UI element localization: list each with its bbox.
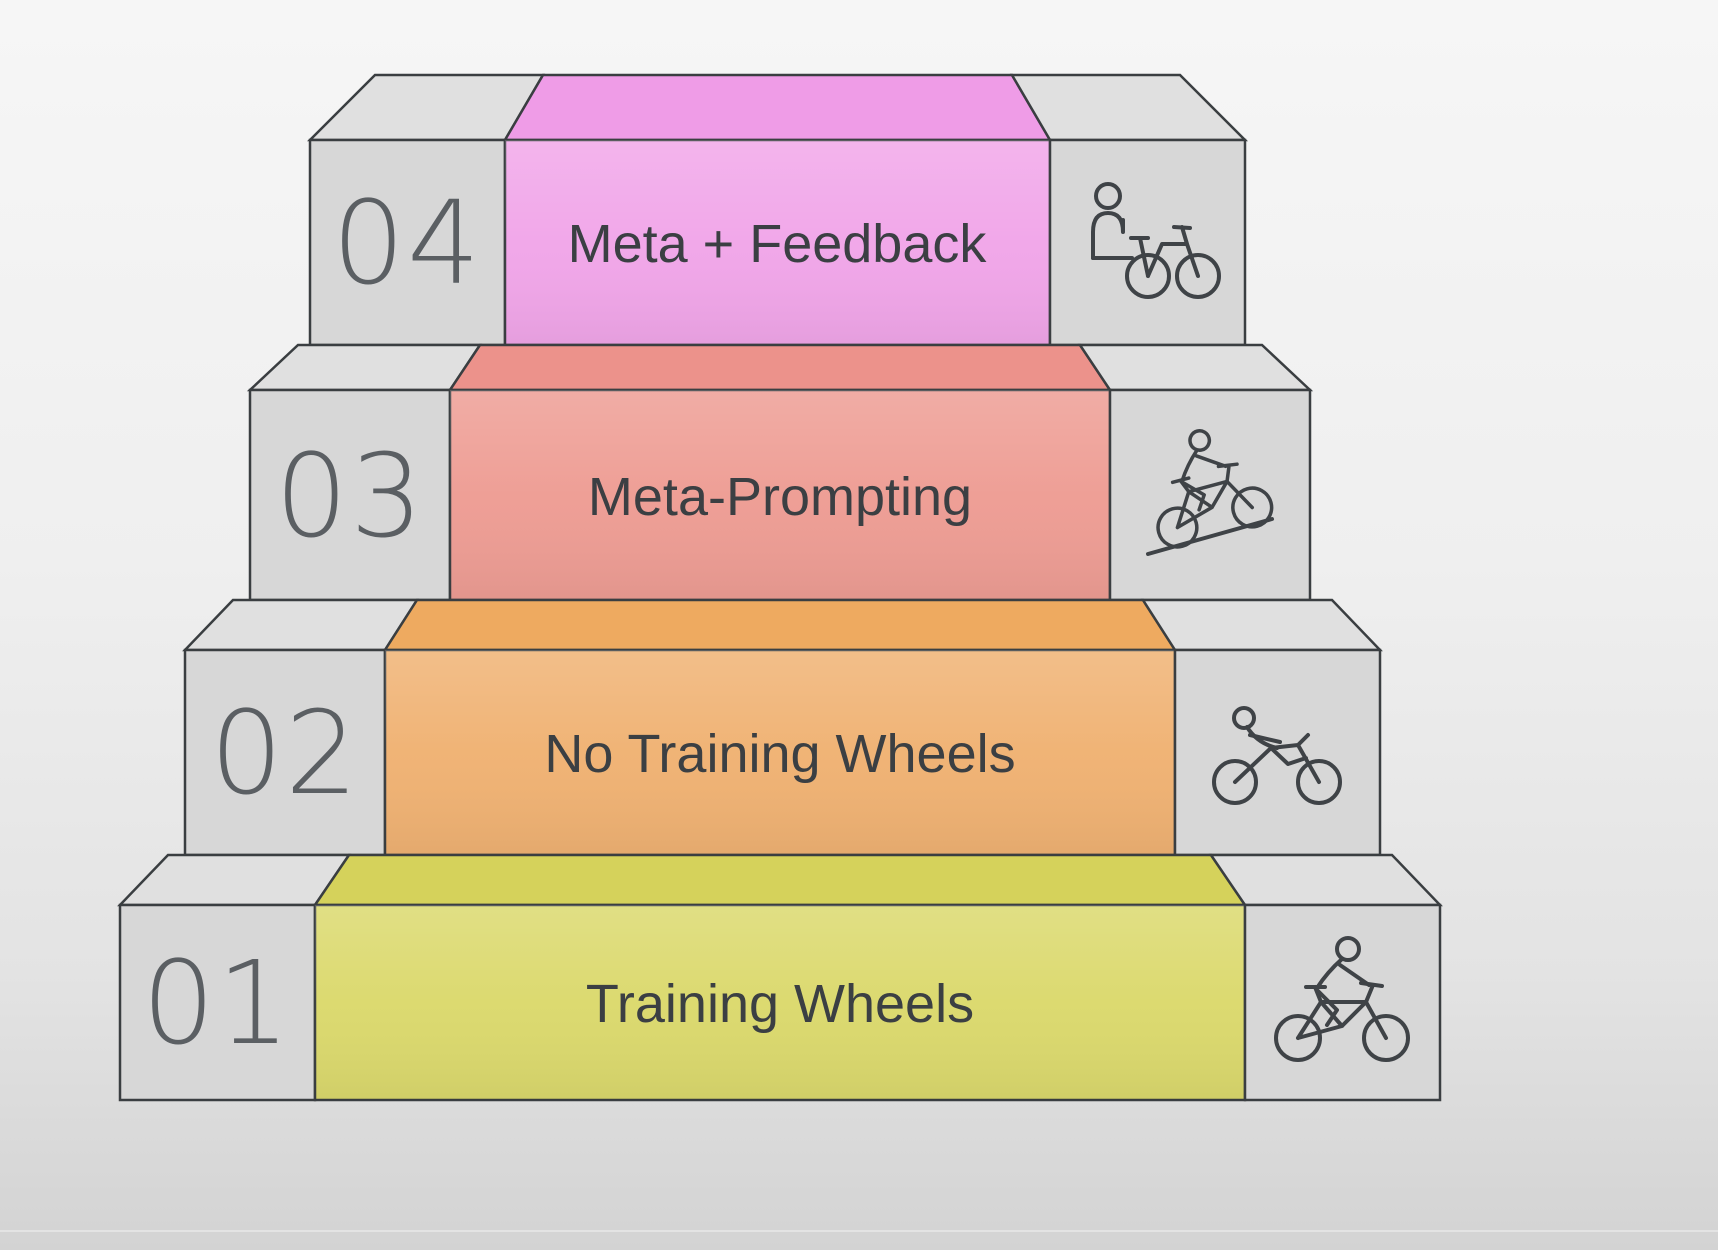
step-02-number-block xyxy=(183,648,387,857)
step-02-top-face-center xyxy=(382,598,1178,652)
step-04-icon-block xyxy=(1048,138,1247,347)
step-04: 04 Meta + Feedback xyxy=(306,73,1249,347)
step-01-label: Training Wheels xyxy=(586,974,974,1034)
step-01-number: 01 xyxy=(142,937,292,1071)
step-03-label: Meta-Prompting xyxy=(588,467,972,527)
step-01-top-face-center xyxy=(312,853,1248,907)
step-01-top-face-left xyxy=(117,853,352,907)
step-03-top-face-left xyxy=(246,343,483,392)
step-03: 03 Meta-Prompting xyxy=(246,343,1314,602)
step-01-number-block xyxy=(118,903,317,1102)
step-02-label: No Training Wheels xyxy=(544,724,1015,784)
step-04-label: Meta + Feedback xyxy=(568,214,988,274)
floor-line xyxy=(0,1230,1718,1232)
step-03-top-face-center xyxy=(447,343,1113,392)
person-standing-with-bike-icon xyxy=(1091,182,1221,299)
cyclist-on-low-bike-icon xyxy=(1212,706,1342,805)
cyclist-riding-uphill-icon xyxy=(1134,415,1278,556)
step-02-top-face-right xyxy=(1140,598,1383,652)
step-02-top-face-left xyxy=(182,598,420,652)
step-03-number: 03 xyxy=(275,430,425,564)
step-01-top-face-right xyxy=(1208,853,1443,907)
step-04-number-block xyxy=(308,138,507,347)
step-02-label-block-shade xyxy=(385,650,1175,855)
step-02: 02 No Training Wheels xyxy=(182,598,1383,857)
step-03-icon-block xyxy=(1108,388,1312,602)
step-04-label-block-shade xyxy=(505,140,1050,345)
step-01-label-block-shade xyxy=(315,905,1245,1100)
step-03-top-face-right xyxy=(1077,343,1314,392)
step-03-label-block-shade xyxy=(450,390,1110,600)
step-02-number: 02 xyxy=(210,687,360,821)
step-04-top-face-center xyxy=(502,73,1053,142)
step-01: 01 Training Wheels xyxy=(117,853,1443,1102)
step-04-top-face-left xyxy=(306,73,546,142)
step-04-top-face-right xyxy=(1009,73,1249,142)
step-04-number: 04 xyxy=(332,177,482,311)
